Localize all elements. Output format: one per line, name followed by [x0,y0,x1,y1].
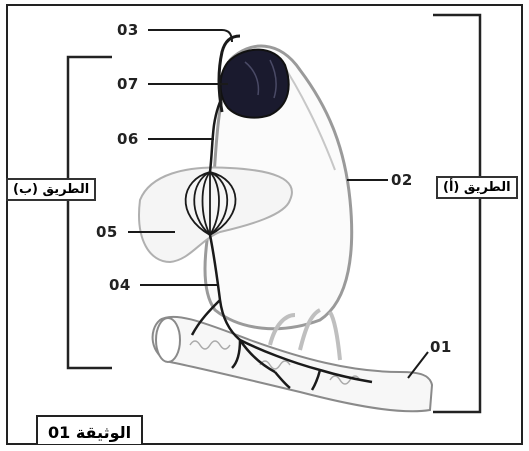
label-04: 04 [109,276,131,294]
label-06: 06 [117,130,139,148]
heart-07 [221,50,289,118]
route-a-label: الطريق (أ) [436,176,518,199]
label-02: 02 [391,171,413,189]
document-label: الوثيقة 01 [36,415,143,444]
label-03: 03 [117,21,139,39]
label-07: 07 [117,75,139,93]
label-05: 05 [96,223,118,241]
route-b-label: الطريق (ب) [6,178,96,201]
label-01: 01 [430,338,452,356]
bracket-route-b [68,57,112,368]
intestine-end [156,318,180,362]
